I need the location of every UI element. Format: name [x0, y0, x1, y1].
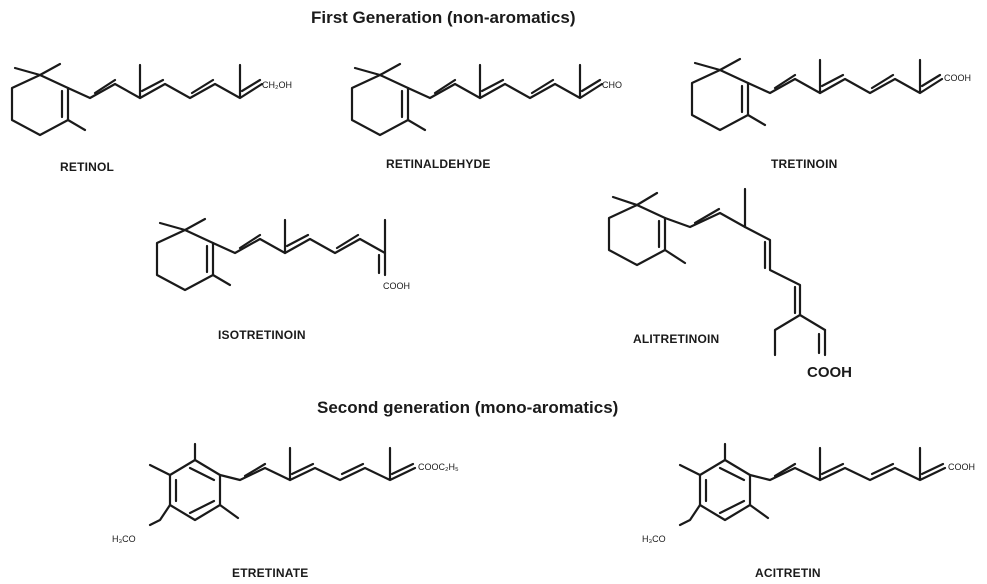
acitretin-methoxy: H₃CO — [642, 534, 666, 544]
tretinoin-structure: COOH — [690, 57, 971, 132]
retinol-end-group: CH₂OH — [262, 80, 292, 90]
etretinate-label: ETRETINATE — [232, 566, 309, 580]
isotretinoin-end-group: COOH — [383, 281, 410, 291]
etretinate-methoxy: H₃CO — [112, 534, 136, 544]
retinaldehyde-end-group: CHO — [602, 80, 622, 90]
heading-first-generation: First Generation (non-aromatics) — [311, 8, 576, 27]
retinol-structure: CH₂OH — [10, 62, 292, 137]
tretinoin-label: TRETINOIN — [771, 157, 838, 171]
retinaldehyde-label: RETINALDEHYDE — [386, 157, 491, 171]
isotretinoin-structure: COOH — [155, 217, 410, 292]
etretinate-structure: H₃CO COOC₂H₅ — [112, 442, 459, 544]
alitretinoin-label: ALITRETINOIN — [633, 332, 720, 346]
heading-second-generation: Second generation (mono-aromatics) — [317, 398, 619, 417]
isotretinoin-label: ISOTRETINOIN — [218, 328, 306, 342]
retinol-label: RETINOL — [60, 160, 115, 174]
alitretinoin-structure: COOH — [607, 187, 852, 381]
etretinate-end-group: COOC₂H₅ — [418, 462, 459, 472]
acitretin-label: ACITRETIN — [755, 566, 821, 580]
acitretin-end-group: COOH — [948, 462, 975, 472]
acitretin-structure: H₃CO COOH — [642, 442, 975, 544]
alitretinoin-end-group: COOH — [807, 364, 852, 381]
tretinoin-end-group: COOH — [944, 73, 971, 83]
retinaldehyde-structure: CHO — [350, 62, 622, 137]
